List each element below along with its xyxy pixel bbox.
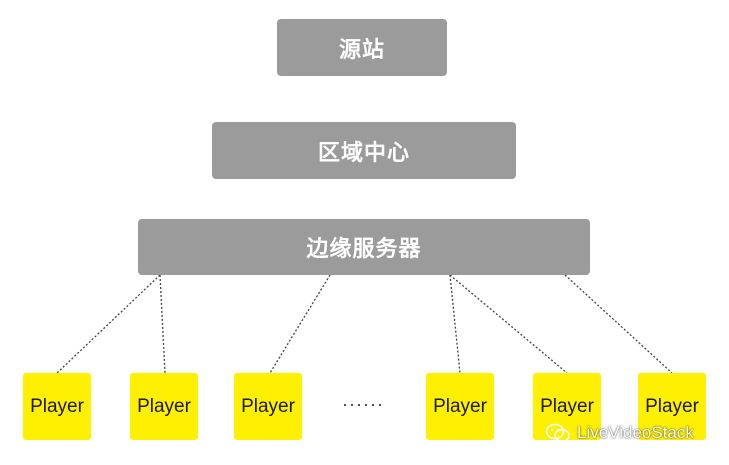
edge-server-box: 边缘服务器 [138, 219, 590, 275]
player-box-3: Player [234, 373, 302, 440]
player-box-4: Player [426, 373, 494, 440]
connector-edge-player-3 [269, 274, 331, 374]
connector-edge-player-1 [56, 274, 161, 374]
origin-server-label: 源站 [338, 37, 385, 63]
player-label-1: Player [30, 395, 84, 417]
player-label-5: Player [540, 395, 594, 417]
connector-edge-player-6 [564, 274, 673, 374]
connector-edge-player-5 [449, 274, 568, 374]
connector-edge-player-4 [449, 274, 461, 374]
connector-edge-player-2 [159, 274, 166, 374]
player-box-1: Player [23, 373, 91, 440]
player-box-2: Player [130, 373, 198, 440]
player-label-3: Player [241, 395, 295, 417]
origin-server-box: 源站 [277, 19, 447, 76]
watermark-text: LiveVideoStack [577, 423, 694, 442]
regional-center-label: 区域中心 [317, 140, 410, 166]
player-label-6: Player [645, 395, 699, 417]
more-players-ellipsis: ······ [342, 394, 384, 414]
player-label-4: Player [433, 395, 487, 417]
player-label-2: Player [137, 395, 191, 417]
player-box-6: Player [638, 373, 706, 440]
player-box-5: Player [533, 373, 601, 440]
wechat-icon [545, 423, 570, 443]
watermark: LiveVideoStack [545, 423, 694, 443]
edge-server-label: 边缘服务器 [306, 237, 422, 262]
regional-center-box: 区域中心 [212, 122, 516, 179]
